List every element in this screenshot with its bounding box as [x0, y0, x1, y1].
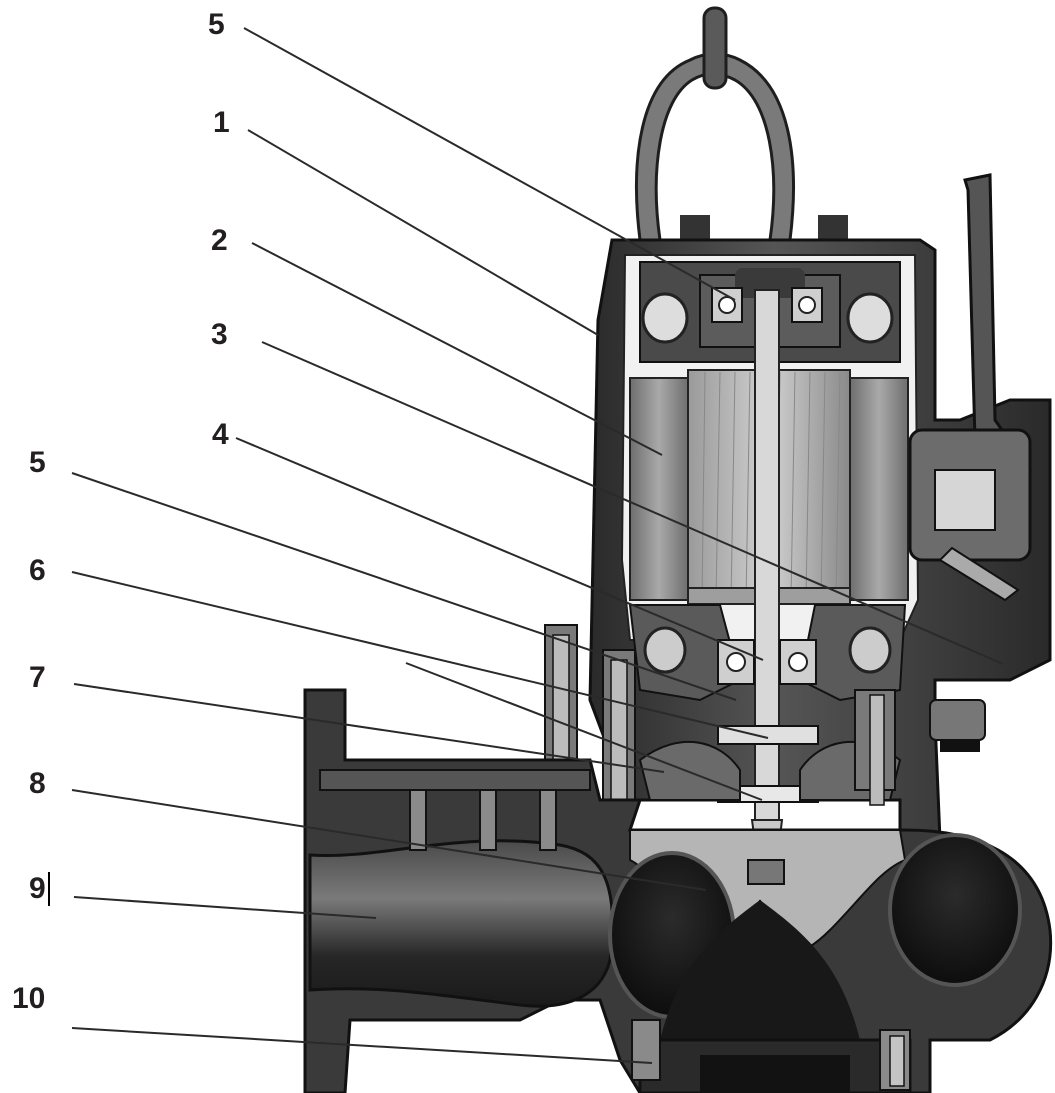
- leader-6a: [71, 571, 769, 739]
- suction-inlet: [638, 1038, 912, 1093]
- callout-3: 3: [211, 318, 228, 351]
- lower-end-windings: [628, 604, 907, 702]
- leader-5-top: [243, 27, 736, 301]
- cable-entry: [908, 173, 1033, 752]
- callout-9: 9: [29, 872, 46, 905]
- discharge-pipe: [308, 769, 615, 1008]
- leader-2: [251, 242, 663, 456]
- leader-3: [261, 341, 1004, 665]
- leader-1: [247, 129, 599, 336]
- leader-7: [73, 683, 665, 773]
- callout-5-mid: 5: [29, 446, 46, 479]
- leader-10: [71, 1027, 653, 1064]
- upper-bearing: [711, 287, 823, 323]
- callout-8: 8: [29, 767, 46, 800]
- leader-lines: [71, 27, 1004, 1064]
- leader-8: [71, 789, 707, 891]
- leader-5-mid: [71, 472, 737, 701]
- callout-6: 6: [29, 554, 46, 587]
- callout-7: 7: [29, 661, 46, 694]
- leader-4: [235, 437, 764, 661]
- callout-4: 4: [212, 418, 229, 451]
- lifting-bail: [635, 6, 848, 243]
- callout-1: 1: [213, 106, 230, 139]
- volute-passages: [608, 833, 1022, 1040]
- callout-labels: 5 1 2 3 4 5 6 7 8 9 10: [12, 8, 230, 1015]
- callout-5-top: 5: [208, 8, 225, 41]
- leader-9: [73, 896, 377, 919]
- wear-ring: [631, 1019, 911, 1091]
- stator: [629, 377, 909, 601]
- mechanical-seal-upper: [717, 725, 819, 745]
- callout-2: 2: [211, 224, 228, 257]
- callout-10: 10: [12, 982, 45, 1015]
- leader-6b: [405, 662, 763, 801]
- lower-bearing: [717, 639, 817, 685]
